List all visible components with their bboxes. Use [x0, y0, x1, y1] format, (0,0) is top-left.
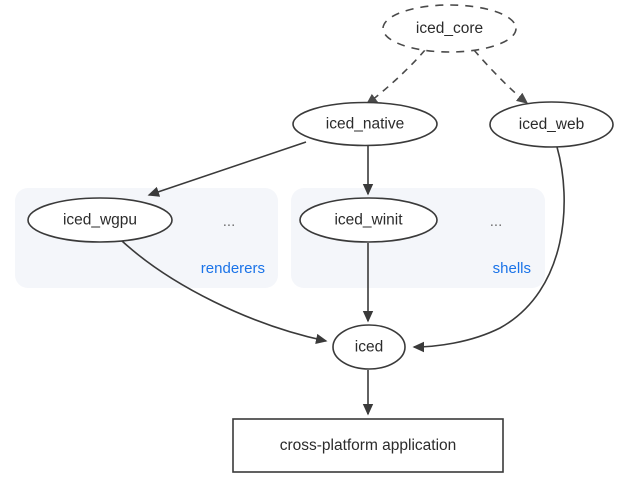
node-iced-wgpu[interactable]: iced_wgpu — [27, 197, 173, 243]
node-iced-web[interactable]: iced_web — [489, 101, 614, 148]
node-iced-native[interactable]: iced_native — [292, 101, 438, 147]
node-iced-core-shape — [382, 4, 517, 53]
node-iced-winit[interactable]: iced_winit — [299, 197, 438, 243]
node-application-shape — [232, 418, 504, 473]
node-iced-web-label: iced_web — [519, 116, 585, 133]
node-iced-native-label: iced_native — [326, 116, 404, 133]
node-application[interactable]: cross-platform application — [232, 418, 504, 473]
node-application-label: cross-platform application — [280, 437, 457, 454]
node-iced-core[interactable]: iced_core — [382, 4, 517, 53]
edge-iced-web-to-iced — [412, 146, 565, 353]
node-iced-core-label: iced_core — [416, 20, 483, 37]
ellipsis-shells-more: ... — [490, 213, 503, 230]
ellipsis-renderers-more: ... — [223, 213, 236, 230]
node-iced-web-shape — [489, 101, 614, 148]
edge-iced-core-to-iced-web — [473, 49, 529, 104]
node-iced-native-shape — [292, 101, 438, 147]
node-iced-label: iced — [355, 339, 383, 356]
node-iced[interactable]: iced — [332, 324, 406, 370]
edge-iced-native-to-iced-wgpu — [147, 141, 307, 197]
node-iced-winit-shape — [299, 197, 438, 243]
node-iced-wgpu-shape — [27, 197, 173, 243]
group-label-renderers: renderers — [201, 260, 265, 277]
node-iced-shape — [332, 324, 406, 370]
edge-iced-wgpu-to-iced — [121, 240, 328, 345]
edge-iced-core-to-iced-native — [365, 49, 426, 105]
group-label-shells: shells — [493, 260, 531, 277]
node-iced-winit-label: iced_winit — [334, 212, 403, 229]
node-iced-wgpu-label: iced_wgpu — [63, 212, 137, 229]
